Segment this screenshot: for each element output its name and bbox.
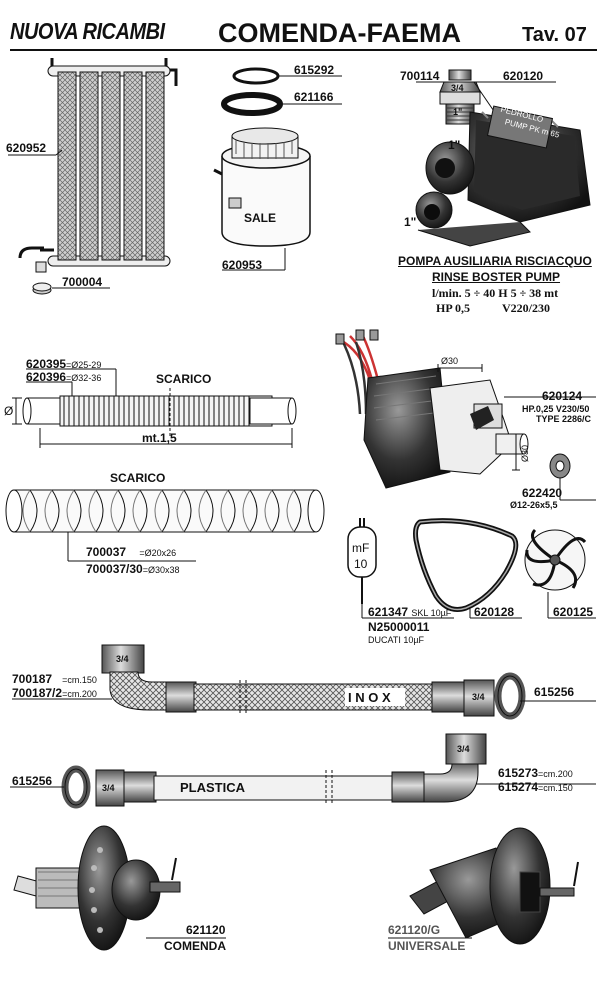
plastic-end-thread-label: 3/4 [457,744,470,754]
plastica-label: PLASTICA [180,780,245,795]
valve-universale-illustration [409,827,579,945]
part-700037-code: 700037 [86,545,127,559]
part-615274-label: 615274=cm.150 [498,781,573,794]
rinse-pump-illustration [415,105,591,247]
part-620953-label: 620953 [222,258,263,272]
part-620395-label: 620395=Ø25-29 [26,358,101,371]
part-620124-spec-power: HP.0,25 V230/50 [522,404,590,414]
drain-label-1: SCARICO [156,372,212,386]
comenda-label: COMENDA [164,939,226,953]
inlet-diameter-label: Ø30 [520,444,530,462]
gasket-615292-shape [232,67,280,85]
part-700037-size: =Ø20x26 [139,548,177,558]
pump-title-en: RINSE BOSTER PUMP [432,270,561,284]
part-615273-code: 615273 [498,766,539,780]
part-620125-label: 620125 [553,605,594,619]
impeller-illustration [524,528,587,591]
salt-container-illustration [213,127,311,247]
part-620124-label: 620124 [542,389,583,403]
drain-hose-illustration [22,388,297,436]
header-rule [10,49,597,51]
part-700037-30-label: 700037/30=Ø30x38 [86,563,180,576]
part-615256-label-b: 615256 [12,774,53,788]
fitting-thread-label: 3/4 [451,83,464,93]
part-700037-30-size: =Ø30x38 [142,565,180,575]
part-615274-code: 615274 [498,780,539,794]
pump-spec-flow: l/min. 5 ÷ 40 H 5 ÷ 38 mt [432,286,559,300]
capacitor-value-label: 10 [354,557,368,571]
part-700114-label: 700114 [400,69,440,83]
part-N25000011-label: N25000011 [368,620,430,634]
part-620952-label: 620952 [6,141,47,155]
part-615256-label-a: 615256 [534,685,575,699]
part-700187-2-label: 700187/2=cm.200 [12,687,97,700]
outlet-diameter-label: Ø30 [441,356,459,366]
page-title: COMENDA-FAEMA [218,18,461,48]
part-620396-label: 620396=Ø32-36 [26,371,101,384]
part-700037-label: 700037 =Ø20x26 [86,546,176,559]
inox-hose-illustration [101,644,526,720]
part-700187-2-length: =cm.200 [62,689,97,699]
header: NUOVA RICAMBI COMENDA-FAEMA Tav. 07 [0,0,600,52]
part-700187-length: =cm.150 [62,675,97,685]
pump-outlet-size-label: 1" [404,215,417,229]
part-621347-code: 621347 [368,605,409,619]
drain-label-2: SCARICO [110,471,166,485]
part-622420-label: 622420 [522,486,563,500]
part-620395-diameter: =Ø25-29 [66,360,102,370]
part-620128-label: 620128 [474,605,515,619]
part-615273-label: 615273=cm.200 [498,767,573,780]
part-621120G-label: 621120/G [388,923,441,937]
part-620396-code: 620396 [26,370,67,384]
part-620120-label: 620120 [503,69,544,83]
gasket-621166-shape [221,92,283,116]
part-N25000011-spec: DUCATI 10µF [368,635,425,645]
table-number: Tav. 07 [522,24,587,46]
plastic-hose-illustration [61,733,487,809]
pump-title-it: POMPA AUSILIARIA RISCIACQUO [398,254,592,268]
pump-spec-power: HP 0,5 [436,301,471,315]
part-622420-size: Ø12-26x5,5 [510,500,558,510]
brand-logo: NUOVA RICAMBI [10,19,165,45]
part-700187-code: 700187 [12,672,53,686]
part-615274-length: =cm.150 [538,783,573,793]
part-620395-code: 620395 [26,357,67,371]
salt-label: SALE [244,211,277,225]
part-621347-spec: SKL 10µF [411,608,452,618]
inox-end-thread-label: 3/4 [472,692,485,702]
part-615273-length: =cm.200 [538,769,573,779]
valve-comenda-illustration [13,825,181,951]
part-621120-label: 621120 [186,923,226,937]
part-620124-spec-type: TYPE 2286/C [536,414,592,424]
capacitor-illustration [347,518,377,604]
pump-inlet-size-label: 1" [448,138,461,152]
inox-label: I N O X [348,690,391,705]
fitting-size-label: 1" [453,107,463,117]
universale-label: UNIVERSALE [388,939,466,953]
capacitor-unit-label: mF [352,541,370,555]
heat-exchanger-illustration [18,58,178,295]
part-700187-label: 700187 =cm.150 [12,673,97,686]
part-621166-label: 621166 [294,90,334,104]
drain-pump-illustration [335,329,571,489]
hose-length-label: mt.1,5 [142,431,177,445]
part-615292-label: 615292 [294,63,335,77]
part-700187-2-code: 700187/2 [12,686,63,700]
spiral-hose-illustration [5,489,325,533]
gasket-620128-shape [413,518,519,612]
part-620396-diameter: =Ø32-36 [66,373,102,383]
inox-nut-thread-label: 3/4 [116,654,129,664]
fitting-700114-illustration [439,69,481,125]
part-700004-label: 700004 [62,275,103,289]
part-621347-label: 621347 SKL 10µF [368,606,451,619]
diameter-symbol: Ø [4,404,14,418]
plastic-nut-thread-label: 3/4 [102,783,115,793]
part-700037-30-code: 700037/30 [86,562,143,576]
pump-spec-voltage: V220/230 [502,301,550,315]
